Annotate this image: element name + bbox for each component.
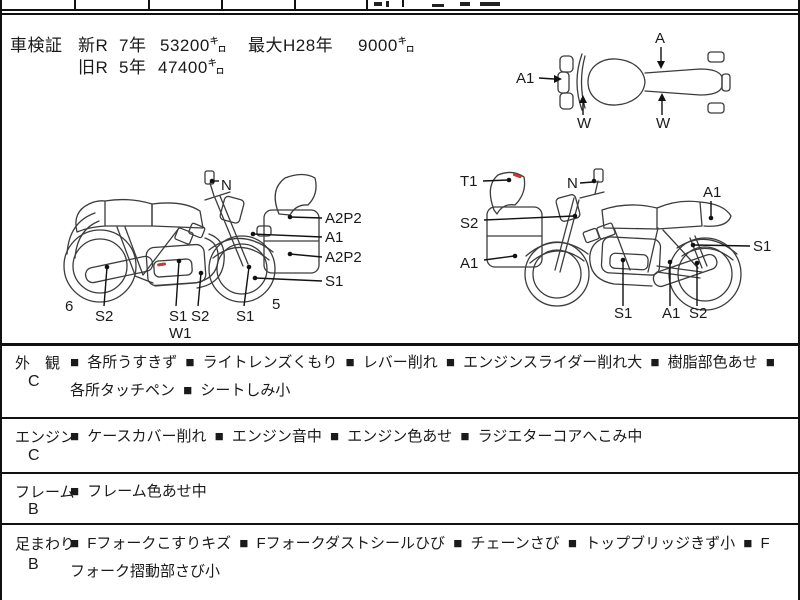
cutoff-text-fragment <box>432 4 444 7</box>
right-view-s2-front-label: S2 <box>460 215 478 232</box>
row-grade: B <box>28 556 39 573</box>
left-view-s1-right-label: S1 <box>325 273 343 290</box>
cutoff-text-fragment <box>460 2 470 6</box>
top-view-w-front-label: W <box>577 115 592 132</box>
right-view-a1-swingarm-label: A1 <box>662 305 680 322</box>
row-divider <box>2 472 798 474</box>
left-view-a1-label: A1 <box>325 229 343 246</box>
shaken-label: 車検証 <box>10 36 63 55</box>
cutoff-text-fragment <box>386 1 389 7</box>
old-reg-year: 5年 <box>119 58 147 77</box>
row-label: フレーム <box>15 484 75 501</box>
red-damage-mark-engine <box>157 262 167 267</box>
left-view-s1-engine-label: S1 <box>169 308 187 325</box>
left-view-num-rear: 6 <box>65 298 73 315</box>
row-divider <box>2 417 798 419</box>
strip-divider <box>366 0 368 10</box>
top-view-w-rear-label: W <box>656 115 671 132</box>
new-reg-km: 53200㌔ <box>160 36 228 55</box>
strip-bottom-border <box>2 9 798 11</box>
row-grade: C <box>28 373 40 390</box>
left-view-s2-muffler-label: S2 <box>95 308 113 325</box>
motorcycle-right-side-diagram: T1 N A1 S2 A1 S1 S1 A1 S2 <box>460 168 771 322</box>
row-divider <box>2 523 798 525</box>
red-damage-mark-fairing <box>512 173 522 179</box>
motorcycle-left-side-diagram: N A2P2 A1 A2P2 S1 6 5 S2 S1 W1 S2 S1 <box>63 170 362 342</box>
strip-divider <box>221 0 223 10</box>
row-label: 外 観 <box>15 355 61 372</box>
left-view-s2-frame-label: S2 <box>191 308 209 325</box>
strip-divider <box>402 0 404 7</box>
right-view-s1-engine-label: S1 <box>614 305 632 322</box>
new-reg-label: 新R <box>78 36 109 55</box>
new-reg-year: 7年 <box>119 36 147 55</box>
row-comments: ■ ケースカバー削れ ■ エンジン音中 ■ エンジン色あせ ■ ラジエターコアへ… <box>70 428 643 445</box>
right-view-n-label: N <box>567 175 578 192</box>
top-view-a-label: A <box>655 30 665 47</box>
right-view-a1-tail-label: A1 <box>703 184 721 201</box>
row-label: 足まわり <box>15 536 76 553</box>
row-grade: C <box>28 447 40 464</box>
left-view-a2p2-lower-label: A2P2 <box>325 249 362 266</box>
max-year: 最大H28年 <box>248 36 334 55</box>
section-top-border <box>2 13 798 15</box>
old-reg-label: 旧R <box>78 58 109 77</box>
left-view-n-label: N <box>221 177 232 194</box>
right-view-t1-label: T1 <box>460 173 478 190</box>
cutoff-text-fragment <box>374 2 382 6</box>
row-label: エンジン <box>15 429 76 446</box>
right-view-s1-shock-label: S1 <box>753 238 771 255</box>
right-view-a1-box-label: A1 <box>460 255 478 272</box>
motorcycle-top-view-diagram: A1 A W W <box>516 30 731 132</box>
strip-divider <box>148 0 150 10</box>
left-view-w1-engine-label: W1 <box>169 325 192 342</box>
strip-divider <box>294 0 296 10</box>
right-view-s2-muffler-label: S2 <box>689 305 707 322</box>
row-comments: ■ フレーム色あせ中 <box>70 483 207 500</box>
max-km: 9000㌔ <box>358 36 416 55</box>
top-view-a1-label: A1 <box>516 70 534 87</box>
strip-divider <box>74 0 76 10</box>
left-view-s1-fork-label: S1 <box>236 308 254 325</box>
cutoff-text-fragment <box>480 2 500 6</box>
left-view-num-front: 5 <box>272 296 280 313</box>
row-grade: B <box>28 501 39 518</box>
row-comments: ■ 各所うすきず ■ ライトレンズくもり ■ レバー削れ ■ エンジンスライダー… <box>70 354 775 399</box>
old-reg-km: 47400㌔ <box>158 58 226 77</box>
row-comments: ■ Fフォークこすりキズ ■ Fフォークダストシールひび ■ チェーンさび ■ … <box>70 535 770 580</box>
table-border <box>2 343 798 346</box>
left-view-a2p2-upper-label: A2P2 <box>325 210 362 227</box>
